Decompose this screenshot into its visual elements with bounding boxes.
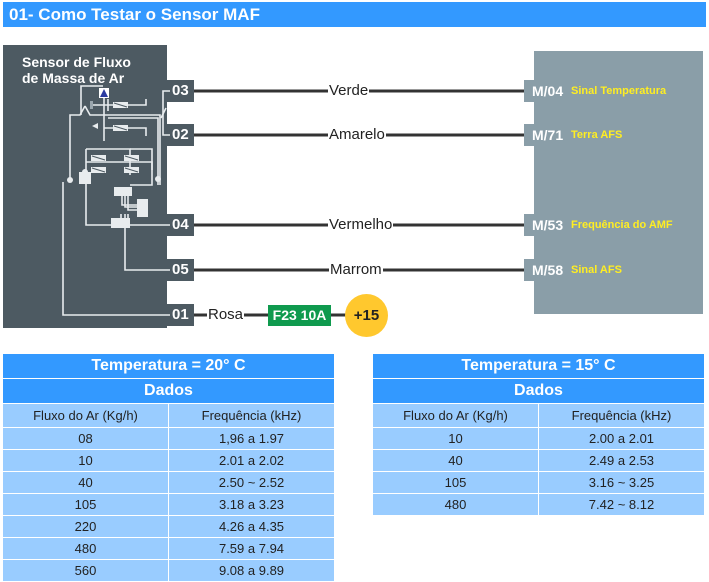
sensor-box <box>3 45 167 328</box>
cell-flow: 10 <box>372 427 539 450</box>
signal-label-terra-afs: Terra AFS <box>571 129 623 141</box>
sensor-pin-tab-04 <box>167 214 194 236</box>
table-temp-20: Temperatura = 20° C Dados Fluxo do Ar (K… <box>2 353 335 582</box>
cell-frequency: 7.59 a 7.94 <box>168 537 335 560</box>
signal-label-frequencia: Frequência do AMF <box>571 219 673 231</box>
sensor-pin-01: 01 <box>172 306 189 323</box>
sensor-pin-02: 02 <box>172 126 189 143</box>
cell-frequency: 2.00 a 2.01 <box>538 427 705 450</box>
fuse-badge: F23 10A <box>268 305 331 326</box>
cell-frequency: 2.01 a 2.02 <box>168 449 335 472</box>
cell-flow: 40 <box>2 471 169 494</box>
table-title: Temperatura = 15° C <box>372 353 705 379</box>
cell-frequency: 3.18 a 3.23 <box>168 493 335 516</box>
cell-flow: 480 <box>372 493 539 516</box>
cell-frequency: 2.49 a 2.53 <box>538 449 705 472</box>
signal-label-sinal-afs: Sinal AFS <box>571 264 622 276</box>
column-header-flow: Fluxo do Ar (Kg/h) <box>372 403 539 428</box>
ecu-pin-m53: M/53 <box>532 217 564 233</box>
table-title: Temperatura = 20° C <box>2 353 335 379</box>
ecu-box <box>534 51 703 314</box>
sensor-label-line2: de Massa de Ar <box>22 70 125 86</box>
sensor-pin-tab-05 <box>167 259 194 281</box>
column-header-flow: Fluxo do Ar (Kg/h) <box>2 403 169 428</box>
sensor-label: Sensor de Fluxo de Massa de Ar <box>22 54 131 86</box>
wire-label-marrom: Marrom <box>329 261 383 279</box>
ecu-pin-tab-m58 <box>524 259 536 281</box>
supply-badge: +15 <box>345 294 388 337</box>
cell-flow: 10 <box>2 449 169 472</box>
cell-frequency: 1,96 a 1.97 <box>168 427 335 450</box>
wiring-diagram: Sensor de Fluxo de Massa de Ar 03 02 04 … <box>3 45 703 337</box>
ecu-pin-tab-m04 <box>524 80 536 102</box>
sensor-pin-tab-02 <box>167 124 194 146</box>
sensor-pin-05: 05 <box>172 261 189 278</box>
cell-flow: 220 <box>2 515 169 538</box>
cell-frequency: 7.42 ~ 8.12 <box>538 493 705 516</box>
ecu-pin-m04: M/04 <box>532 83 564 99</box>
cell-frequency: 3.16 ~ 3.25 <box>538 471 705 494</box>
cell-flow: 105 <box>2 493 169 516</box>
cell-flow: 40 <box>372 449 539 472</box>
ecu-pin-tab-m71 <box>524 124 536 146</box>
triangle-icon <box>100 89 108 97</box>
cell-flow: 560 <box>2 559 169 582</box>
table-subtitle: Dados <box>2 378 335 404</box>
sensor-label-line1: Sensor de Fluxo <box>22 54 131 70</box>
sensor-pin-tab-03 <box>167 80 194 102</box>
section-title: 01- Como Testar o Sensor MAF <box>9 5 260 24</box>
wire-label-vermelho: Vermelho <box>328 216 394 234</box>
cell-flow: 08 <box>2 427 169 450</box>
cell-flow: 105 <box>372 471 539 494</box>
cell-flow: 480 <box>2 537 169 560</box>
ecu-pin-tab-m53 <box>524 214 536 236</box>
cell-frequency: 2.50 ~ 2.52 <box>168 471 335 494</box>
ecu-pin-m71: M/71 <box>532 127 564 143</box>
wire-label-rosa: Rosa <box>207 306 245 324</box>
sensor-pin-04: 04 <box>172 216 189 233</box>
resistor-marks <box>91 102 139 173</box>
column-header-frequency: Frequência (kHz) <box>538 403 705 428</box>
column-header-frequency: Frequência (kHz) <box>168 403 335 428</box>
signal-label-temperatura: Sinal Temperatura <box>571 85 667 97</box>
table-temp-15: Temperatura = 15° C Dados Fluxo do Ar (K… <box>372 353 705 516</box>
sensor-pin-tab-01 <box>167 304 194 326</box>
ecu-pin-m58: M/58 <box>532 262 564 278</box>
wire-label-amarelo: Amarelo <box>328 126 386 144</box>
cell-frequency: 9.08 a 9.89 <box>168 559 335 582</box>
table-subtitle: Dados <box>372 378 705 404</box>
section-title-bar: 01- Como Testar o Sensor MAF <box>3 2 706 27</box>
wire-label-verde: Verde <box>328 82 370 100</box>
cell-frequency: 4.26 a 4.35 <box>168 515 335 538</box>
sensor-pin-03: 03 <box>172 82 189 99</box>
wiring-diagram-graphics <box>3 45 703 328</box>
